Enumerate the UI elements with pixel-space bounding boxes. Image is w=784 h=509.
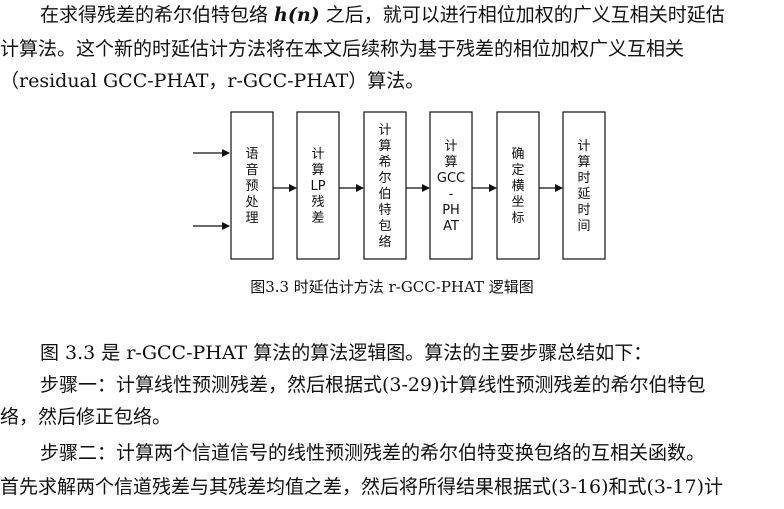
diagram-box-6 [562, 111, 606, 260]
diagram-box-6-label-1: 计 [577, 139, 590, 154]
diagram-box-3-label-5: 伯 [378, 187, 391, 202]
diagram-box-6-label-6: 间 [577, 219, 590, 234]
diagram-box-4-label-6: AT [443, 219, 459, 234]
diagram-box-6-label-3: 时 [577, 171, 590, 186]
diagram-box-6-label-4: 延 [577, 187, 590, 202]
diagram-box-5 [496, 111, 540, 260]
diagram-box-2-label-1: 计 [311, 147, 324, 162]
diagram-box-4-label-4: - [449, 187, 454, 202]
diagram-box-3-label-6: 特 [378, 203, 391, 218]
diagram-box-3-label-4: 尔 [378, 171, 391, 186]
paragraph1-line1: 在求得残差的希尔伯特包络 h(n) 之后，就可以进行相位加权的广义互相关时延估 [0, 2, 784, 28]
diagram-box-5-label-1: 确 [511, 147, 524, 162]
paragraph1-line3: （residual GCC-PHAT，r-GCC-PHAT）算法。 [0, 70, 425, 92]
diagram-box-3-label-7: 包 [378, 219, 391, 234]
step1-line1: 步骤一：计算线性预测残差，然后根据式(3-29)计算线性预测残差的希尔伯特包 [40, 374, 706, 396]
diagram-box-6-label-2: 算 [577, 155, 590, 170]
diagram-box-2-label-5: 差 [311, 211, 324, 226]
diagram-box-4-label-1: 计 [444, 139, 457, 154]
paragraph2-line1: 图 3.3 是 r-GCC-PHAT 算法的算法逻辑图。算法的主要步骤总结如下： [40, 342, 653, 364]
step2-line1: 步骤二：计算两个信道信号的线性预测残差的希尔伯特变换包络的互相关函数。 [40, 442, 706, 464]
diagram-box-4 [429, 111, 473, 260]
diagram-box-1 [230, 111, 274, 260]
diagram-box-1-label-3: 预 [245, 179, 258, 194]
diagram-box-2-label-3: LP [310, 179, 325, 194]
diagram-box-3-label-8: 络 [378, 234, 391, 250]
diagram-box-1-label-1: 语 [245, 147, 258, 162]
paragraph1-line1-text-a: 在求得残差的希尔伯特包络 [40, 4, 275, 26]
hn-symbol: h(n) [274, 4, 320, 26]
diagram-box-4-label-5: PH [442, 203, 460, 218]
diagram-box-6-label-5: 时 [577, 203, 590, 218]
diagram-box-2 [296, 111, 340, 260]
diagram-box-5-label-2: 定 [511, 163, 524, 178]
diagram-box-5-label-5: 标 [511, 211, 524, 226]
diagram-box-5-label-3: 横 [511, 179, 524, 194]
figure-caption: 图3.3 时延估计方法 r-GCC-PHAT 逻辑图 [250, 278, 534, 296]
step2-line2: 首先求解两个信道残差与其残差均值之差，然后将所得结果根据式(3-16)和式(3-… [0, 476, 724, 498]
paragraph1-line1-text-b: 之后，就可以进行相位加权的广义互相关时延估 [319, 4, 725, 26]
diagram-box-2-label-4: 残 [311, 195, 324, 210]
diagram-box-1-label-2: 音 [245, 162, 258, 178]
diagram-box-5-label-4: 坐 [511, 195, 524, 210]
diagram-box-2-label-2: 算 [311, 163, 324, 178]
diagram-box-3-label-2: 算 [378, 139, 391, 154]
diagram-box-1-label-4: 处 [245, 195, 258, 210]
diagram-box-4-label-3: GCC [437, 171, 465, 186]
paragraph1-line2: 计算法。这个新的时延估计方法将在本文后续称为基于残差的相位加权广义互相关 [0, 38, 685, 60]
diagram-box-3 [363, 111, 407, 260]
diagram-box-3-label-3: 希 [378, 155, 391, 170]
diagram-box-1-label-5: 理 [245, 211, 258, 226]
diagram-box-3-label-1: 计 [378, 123, 391, 138]
diagram-box-4-label-2: 算 [444, 155, 457, 170]
step1-line2: 络，然后修正包络。 [0, 406, 172, 428]
